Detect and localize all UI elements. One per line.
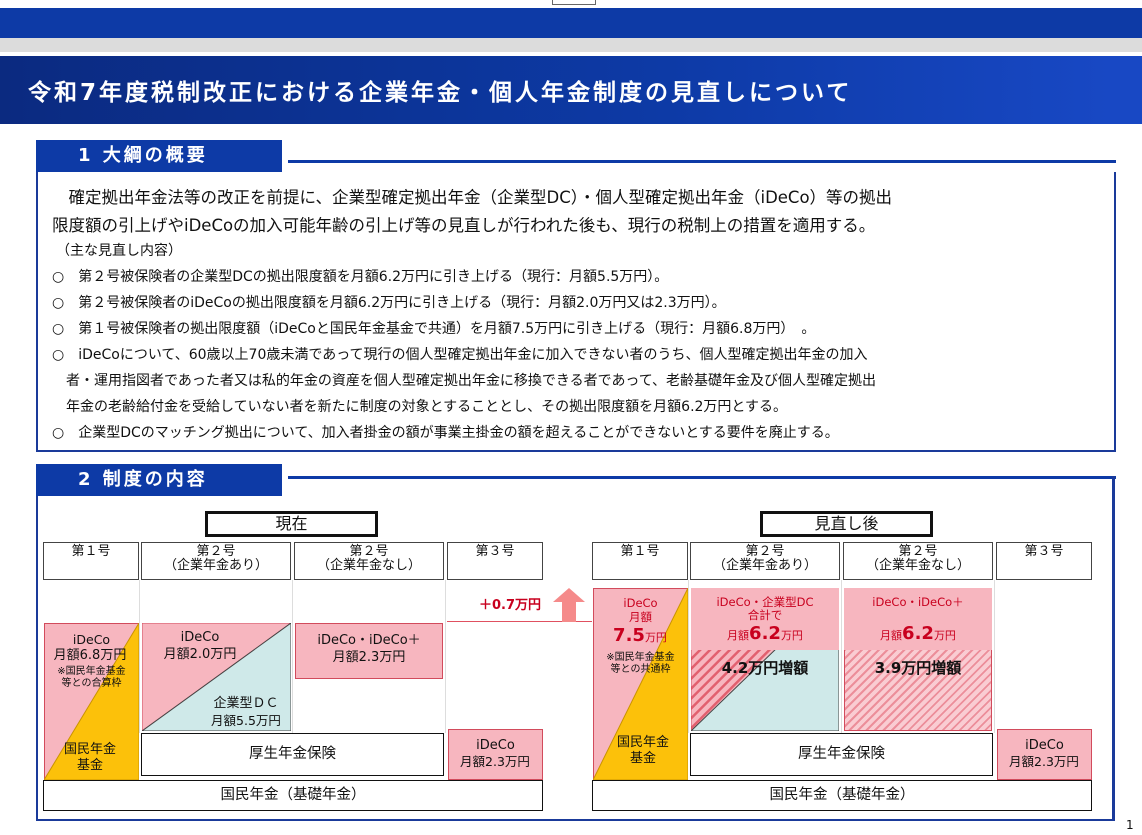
current-col1-kikin-triangle — [44, 623, 139, 780]
after-col1-header: 第１号 — [592, 542, 688, 580]
separator — [841, 580, 842, 733]
current-col3-header: 第２号（企業年金なし） — [294, 542, 444, 580]
separator — [688, 580, 689, 733]
current-col2-amount: 月額2.0万円 — [163, 647, 237, 662]
section1-heading: 1 大綱の概要 — [36, 140, 282, 172]
intro-line-1: 確定拠出年金法等の改正を前提に、企業型確定拠出年金（企業型DC）・個人型確定拠出… — [52, 188, 893, 207]
after-kokumin-box: 国民年金（基礎年金） — [592, 780, 1092, 811]
current-col3-block — [295, 623, 443, 679]
increase-arrow-icon — [553, 588, 585, 622]
current-col2-header: 第２号（企業年金あり） — [141, 542, 291, 580]
current-col2-dc-amount: 月額5.5万円 — [211, 713, 281, 728]
separator — [292, 580, 293, 733]
separator — [994, 580, 995, 733]
current-col4-amount: 月額2.3万円 — [460, 754, 530, 769]
header-gray-strip — [0, 38, 1142, 52]
after-col1-kikin2: 基金 — [629, 751, 656, 766]
sub-heading: （主な見直し内容） — [56, 243, 182, 259]
increase-label: ＋0.7万円 — [478, 598, 542, 613]
after-col3-label: iDeCo・iDeCo＋ — [872, 595, 964, 609]
list-item: ○ 企業型DCのマッチング拠出について、加入者掛金の額が事業主掛金の額を超えるこ… — [52, 425, 839, 441]
section2-rule — [288, 476, 1116, 479]
after-col2-top-block — [691, 588, 839, 650]
list-item: 者・運用指図者であった者又は私的年金の資産を個人型確定拠出年金に移換できる者であ… — [52, 373, 877, 389]
after-col3-top-block — [844, 588, 992, 650]
current-col2-ideco: iDeCo — [180, 630, 220, 645]
after-col2-label: iDeCo・企業型DC — [716, 595, 814, 609]
after-col4-block — [997, 729, 1092, 780]
current-col1-kikin1: 国民年金 — [63, 742, 116, 757]
after-col1-kikin1: 国民年金 — [616, 735, 669, 750]
page-number: 1 — [1126, 818, 1134, 832]
current-col4-block — [448, 729, 543, 780]
current-col1-amount: 月額6.8万円 — [53, 648, 127, 663]
separator — [445, 580, 446, 733]
current-col1-ideco-label: iDeCo — [72, 632, 111, 647]
after-col4-amount: 月額2.3万円 — [1009, 754, 1079, 769]
after-col2-increase: 4.2万円増額 — [721, 659, 809, 677]
after-col1-note2: 等との共通枠 — [610, 664, 671, 675]
current-kokumin-box: 国民年金（基礎年金） — [43, 780, 543, 811]
header-band — [0, 8, 1142, 38]
after-col3-increase: 3.9万円増額 — [874, 659, 962, 677]
page-title: 令和7年度税制改正における企業年金・個人年金制度の見直しについて — [28, 80, 853, 106]
after-kosei-box: 厚生年金保険 — [690, 733, 993, 776]
current-col4-label: iDeCo — [476, 738, 515, 753]
intro-line-2: 限度額の引上げやiDeCoの加入可能年齢の引上げ等の見直しが行われた後も、現行の… — [52, 216, 876, 235]
after-col3-header: 第２号（企業年金なし） — [843, 542, 993, 580]
section2-left-border — [36, 496, 38, 821]
section2-right-border — [1112, 476, 1115, 821]
list-item: ○ 第２号被保険者のiDeCoの拠出限度額を月額6.2万円に引き上げる（現行：月… — [52, 295, 726, 311]
after-header: 見直し後 — [760, 511, 933, 537]
after-col1-amount: 7.5万円 — [613, 625, 667, 646]
current-col1-kikin2: 基金 — [76, 758, 103, 773]
current-col3-amount: 月額2.3万円 — [332, 650, 406, 665]
current-col4-header: 第３号 — [447, 542, 543, 580]
section1-box — [36, 172, 1116, 452]
after-col1-note1: ※国民年金基金 — [606, 652, 675, 663]
list-item: ○ iDeCoについて、60歳以上70歳未満であって現行の個人型確定拠出年金に加… — [52, 347, 868, 363]
increase-line — [447, 621, 592, 622]
separator — [139, 580, 140, 733]
current-col1-note1: ※国民年金基金 — [57, 666, 126, 677]
current-col1-header: 第１号 — [43, 542, 139, 580]
top-tab-marker — [552, 0, 596, 5]
after-col1-kikin-triangle — [593, 588, 688, 780]
section1-rule — [288, 160, 1116, 163]
section2-heading: 2 制度の内容 — [36, 464, 282, 496]
current-col1-note2: 等との合算枠 — [61, 678, 122, 689]
current-col3-label: iDeCo・iDeCo＋ — [317, 633, 421, 648]
after-col3-amount: 月額6.2万円 — [880, 623, 956, 644]
title-bar-edge — [1112, 56, 1142, 124]
current-kosei-box: 厚生年金保険 — [141, 733, 444, 776]
after-col4-header: 第３号 — [996, 542, 1092, 580]
after-col2-label2: 合計で — [747, 608, 783, 622]
list-item: ○ 第１号被保険者の拠出限度額（iDeCoと国民年金基金で共通）を月額7.5万円… — [52, 321, 816, 337]
current-col2-shapes — [142, 623, 291, 731]
after-col1-monthly: 月額 — [629, 610, 652, 624]
after-col2-header: 第２号（企業年金あり） — [690, 542, 840, 580]
current-header: 現在 — [205, 511, 378, 537]
after-col4-label: iDeCo — [1025, 738, 1064, 753]
list-item: ○ 第２号被保険者の企業型DCの拠出限度額を月額6.2万円に引き上げる（現行：月… — [52, 269, 669, 285]
title-bar: 令和7年度税制改正における企業年金・個人年金制度の見直しについて — [0, 56, 1112, 124]
after-col2-amount: 月額6.2万円 — [727, 623, 803, 644]
current-col2-dc: 企業型ＤＣ — [213, 696, 279, 711]
list-item: 年金の老齢給付金を受給していない者を新たに制度の対象とすることとし、その拠出限度… — [52, 399, 788, 415]
section2-bottom-border — [36, 819, 1115, 821]
after-col1-ideco: iDeCo — [623, 596, 658, 610]
